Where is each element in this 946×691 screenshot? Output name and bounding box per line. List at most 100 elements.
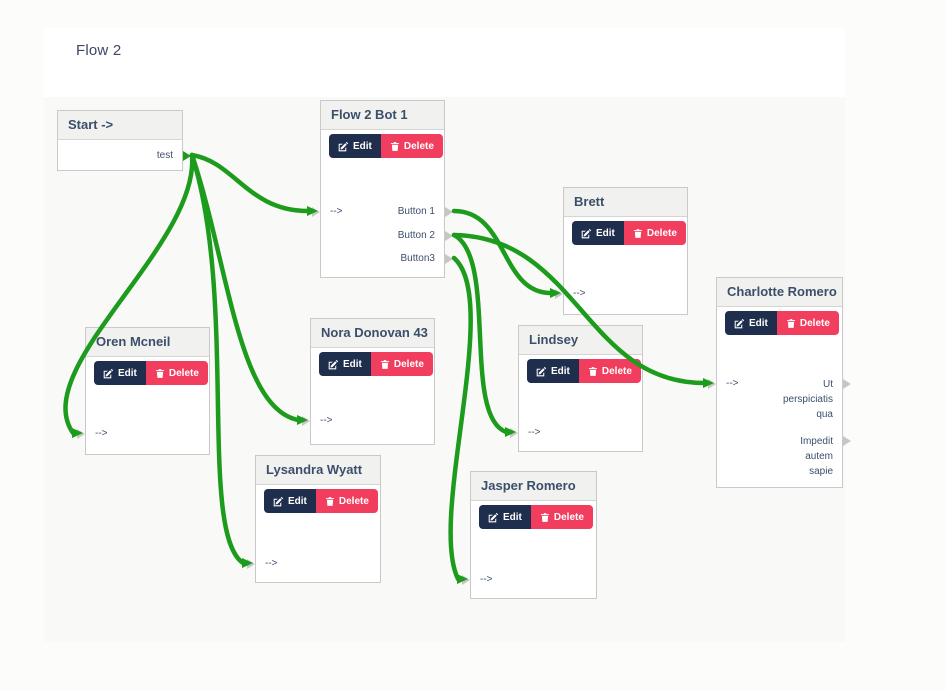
input-port-label: -->	[320, 415, 333, 426]
delete-button[interactable]: Delete	[380, 134, 443, 158]
flow-header-panel: Flow 2	[44, 28, 845, 97]
output-port[interactable]	[445, 254, 453, 264]
edit-pencil-icon	[536, 366, 547, 376]
node-actions: Edit Delete	[572, 221, 686, 245]
trash-icon	[325, 496, 334, 506]
node-actions: Edit Delete	[319, 352, 433, 376]
edit-button[interactable]: Edit	[572, 221, 624, 245]
edit-button-label: Edit	[596, 227, 615, 239]
edit-button-label: Edit	[503, 511, 522, 523]
flow-node-lindsey[interactable]: Lindsey Edit Delete -->	[510, 325, 643, 452]
edit-button[interactable]: Edit	[264, 489, 316, 513]
trash-icon	[390, 141, 399, 151]
edit-pencil-icon	[338, 141, 349, 151]
delete-button-label: Delete	[338, 495, 369, 507]
input-port-label: -->	[265, 558, 278, 569]
input-port-label: -->	[528, 427, 541, 438]
node-title: Flow 2 Bot 1	[321, 101, 444, 130]
input-port-label: -->	[726, 378, 739, 389]
trash-icon	[588, 366, 597, 376]
input-port[interactable]	[510, 428, 518, 438]
output-port[interactable]	[445, 207, 453, 217]
node-title: Nora Donovan 43	[311, 319, 434, 348]
node-actions: Edit Delete	[329, 134, 443, 158]
trash-icon	[540, 512, 549, 522]
flow-node-brett[interactable]: Brett Edit Delete -->	[555, 187, 688, 315]
edit-button-label: Edit	[749, 317, 768, 329]
flow-node-start[interactable]: Start -> test	[57, 110, 191, 171]
input-port-label: -->	[95, 428, 108, 439]
node-title: Lindsey	[519, 326, 642, 355]
output-port-label: Button 1	[397, 206, 435, 217]
output-port[interactable]	[843, 436, 851, 446]
trash-icon	[155, 368, 164, 378]
node-title: Charlotte Romero	[717, 278, 842, 307]
edit-pencil-icon	[734, 318, 745, 328]
output-port[interactable]	[445, 231, 453, 241]
output-port[interactable]	[183, 151, 191, 161]
input-port-label: -->	[330, 206, 343, 217]
flow-node-charlotte[interactable]: Charlotte Romero Edit Delete --> Ut pers…	[708, 277, 851, 488]
input-port-label: -->	[480, 574, 493, 585]
output-port[interactable]	[843, 379, 851, 389]
node-title: Oren Mcneil	[86, 328, 209, 357]
flow-node-oren[interactable]: Oren Mcneil Edit Delete -->	[77, 327, 210, 455]
node-actions: Edit Delete	[527, 359, 641, 383]
edit-button[interactable]: Edit	[479, 505, 531, 529]
delete-button[interactable]: Delete	[623, 221, 686, 245]
edit-button-label: Edit	[343, 358, 362, 370]
node-actions: Edit Delete	[94, 361, 208, 385]
node-actions: Edit Delete	[725, 311, 839, 335]
page-title: Flow 2	[76, 42, 122, 59]
edit-button[interactable]: Edit	[725, 311, 777, 335]
node-actions: Edit Delete	[264, 489, 378, 513]
input-port[interactable]	[708, 379, 716, 389]
edit-button-label: Edit	[353, 140, 372, 152]
input-port-label: -->	[573, 288, 586, 299]
delete-button-label: Delete	[403, 140, 434, 152]
trash-icon	[633, 228, 642, 238]
output-port-label: Button3	[400, 253, 435, 264]
delete-button[interactable]: Delete	[530, 505, 593, 529]
edit-button[interactable]: Edit	[329, 134, 381, 158]
delete-button-label: Delete	[393, 358, 424, 370]
output-port-label: test	[156, 150, 173, 161]
edit-pencil-icon	[488, 512, 499, 522]
delete-button[interactable]: Delete	[578, 359, 641, 383]
delete-button[interactable]: Delete	[315, 489, 378, 513]
delete-button[interactable]: Delete	[145, 361, 208, 385]
input-port[interactable]	[312, 207, 320, 217]
flow-node-nora[interactable]: Nora Donovan 43 Edit Delete -->	[302, 318, 435, 445]
delete-button-label: Delete	[553, 511, 584, 523]
delete-button-label: Delete	[168, 367, 199, 379]
node-title: Lysandra Wyatt	[256, 456, 380, 485]
edit-button-label: Edit	[551, 365, 570, 377]
edit-pencil-icon	[103, 368, 114, 378]
output-port-label: Ut perspiciatis qua	[782, 379, 833, 420]
input-port[interactable]	[462, 575, 470, 585]
output-port-label: Impedit autem sapie	[800, 436, 833, 477]
node-title: Start ->	[58, 111, 182, 140]
edit-button[interactable]: Edit	[527, 359, 579, 383]
flow-node-jasper[interactable]: Jasper Romero Edit Delete -->	[462, 471, 597, 599]
node-title: Jasper Romero	[471, 472, 596, 501]
input-port[interactable]	[77, 429, 85, 439]
edit-pencil-icon	[581, 228, 592, 238]
input-port[interactable]	[302, 416, 310, 426]
trash-icon	[786, 318, 795, 328]
input-port[interactable]	[247, 559, 255, 569]
delete-button-label: Delete	[799, 317, 830, 329]
node-title: Brett	[564, 188, 687, 217]
input-port[interactable]	[555, 289, 563, 299]
delete-button-label: Delete	[601, 365, 632, 377]
edit-button[interactable]: Edit	[319, 352, 371, 376]
edit-pencil-icon	[273, 496, 284, 506]
node-actions: Edit Delete	[479, 505, 593, 529]
delete-button[interactable]: Delete	[370, 352, 433, 376]
delete-button[interactable]: Delete	[776, 311, 839, 335]
flow-node-bot[interactable]: Flow 2 Bot 1 Edit Delete --> Button 1 Bu…	[312, 100, 453, 278]
edit-button[interactable]: Edit	[94, 361, 146, 385]
flow-node-lysandra[interactable]: Lysandra Wyatt Edit Delete -->	[247, 455, 381, 583]
delete-button-label: Delete	[646, 227, 677, 239]
